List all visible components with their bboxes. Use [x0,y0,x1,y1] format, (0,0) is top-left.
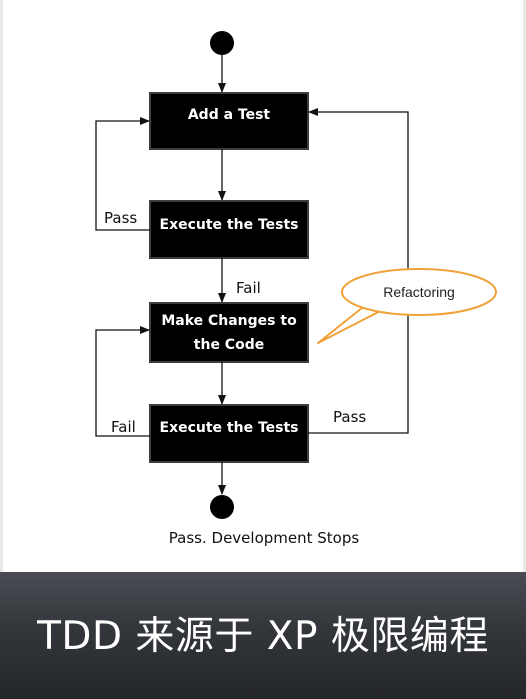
node-make-changes-label-line2: the Code [194,337,264,353]
caption-title: TDD 来源于 XP 极限编程 [37,614,489,659]
edge-pass-refactor-label: Pass [333,408,366,426]
tdd-flowchart: Add a Test Execute the Tests Pass Fail M… [95,31,497,547]
node-make-changes [149,302,309,363]
callout-tail-mask [372,296,394,306]
node-add-test [149,92,309,150]
edge-fail-loop [95,326,150,437]
node-add-test-label: Add a Test [188,107,271,123]
node-make-changes-label-line1: Make Changes to [161,313,297,329]
node-execute-tests-1-label: Execute the Tests [160,217,299,233]
end-label: Pass. Development Stops [169,529,360,547]
start-node [210,31,234,55]
edge-fail-down-label: Fail [236,279,261,297]
edge-pass-loop-label: Pass [104,209,137,227]
refactoring-callout-label: Refactoring [383,284,455,300]
end-node [210,495,234,519]
caption-bar [0,572,526,699]
edge-fail-loop-label: Fail [111,418,136,436]
node-execute-tests-2-label: Execute the Tests [160,420,299,436]
edge-pass-loop [95,117,150,231]
